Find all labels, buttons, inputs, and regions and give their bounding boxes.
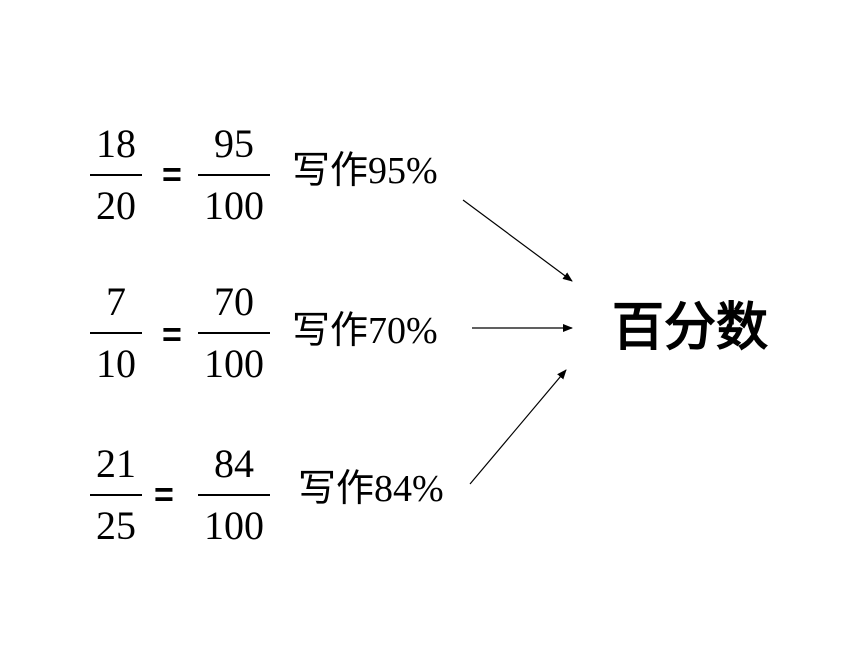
fraction-95-100: 95 100 bbox=[198, 124, 270, 230]
numerator: 95 bbox=[214, 121, 254, 166]
written-as-70-percent: 写作70% bbox=[292, 310, 438, 352]
numerator: 18 bbox=[96, 121, 136, 166]
numerator: 70 bbox=[214, 279, 254, 324]
fraction-70-100: 70 100 bbox=[198, 282, 270, 388]
fraction-bar bbox=[90, 494, 142, 496]
equals-sign: = bbox=[154, 476, 174, 514]
denominator: 100 bbox=[204, 503, 264, 548]
written-as-95-percent: 写作95% bbox=[292, 150, 438, 192]
arrow-bottom bbox=[469, 369, 567, 485]
denominator: 100 bbox=[204, 341, 264, 386]
fraction-bar bbox=[198, 494, 270, 496]
denominator: 20 bbox=[96, 183, 136, 228]
fraction-84-100: 84 100 bbox=[198, 444, 270, 550]
denominator: 100 bbox=[204, 183, 264, 228]
fraction-bar bbox=[198, 332, 270, 334]
percentage-term: 百分数 bbox=[612, 298, 769, 358]
denominator: 25 bbox=[96, 503, 136, 548]
fraction-21-25: 21 25 bbox=[90, 444, 142, 550]
fraction-bar bbox=[90, 332, 142, 334]
denominator: 10 bbox=[96, 341, 136, 386]
numerator: 7 bbox=[106, 279, 126, 324]
fraction-bar bbox=[90, 174, 142, 176]
written-as-84-percent: 写作84% bbox=[298, 468, 444, 510]
numerator: 21 bbox=[96, 441, 136, 486]
fraction-7-10: 7 10 bbox=[90, 282, 142, 388]
equals-sign: = bbox=[162, 156, 182, 194]
fraction-18-20: 18 20 bbox=[90, 124, 142, 230]
fraction-bar bbox=[198, 174, 270, 176]
numerator: 84 bbox=[214, 441, 254, 486]
equals-sign: = bbox=[162, 316, 182, 354]
arrow-top bbox=[462, 199, 573, 282]
